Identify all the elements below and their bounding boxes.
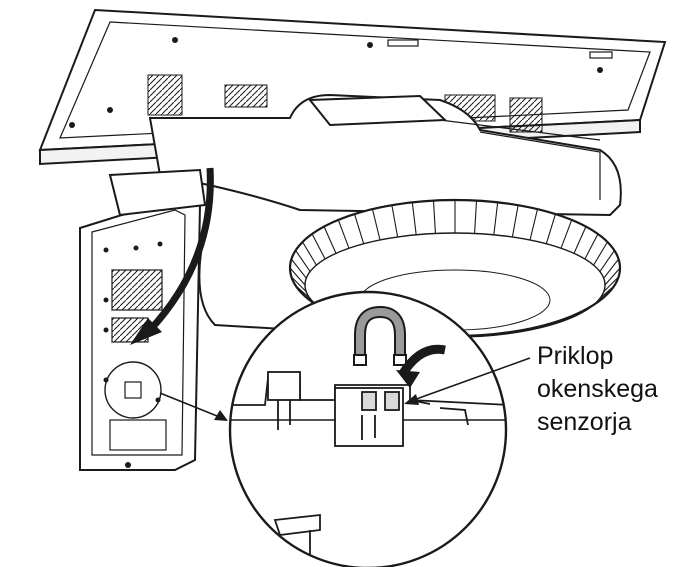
jumper-magnet-icon <box>353 305 407 366</box>
callout-label: Priklop okenskega senzorja <box>537 340 658 439</box>
callout-line-1: Priklop <box>537 342 614 370</box>
fan-rib <box>391 205 399 238</box>
fan-rib <box>593 241 608 266</box>
fan-rib <box>493 202 499 235</box>
fan-rib <box>529 326 538 331</box>
zoom-leader <box>159 392 223 419</box>
fan-rib <box>290 258 307 279</box>
insert-arrow <box>398 344 446 378</box>
fan-rib <box>295 285 311 299</box>
callout-leader <box>407 357 531 403</box>
fan-rib <box>493 333 498 336</box>
fan-rib <box>511 205 519 238</box>
fan-rib <box>560 315 572 323</box>
fan-rib <box>291 276 307 293</box>
fan-rib <box>311 233 326 260</box>
fan-rib <box>584 233 599 260</box>
fan-rib <box>603 276 619 293</box>
callout-line-3: senzorja <box>537 408 632 436</box>
fan-rib <box>337 219 350 249</box>
fan-rib <box>302 241 317 266</box>
direction-arrow <box>147 167 214 333</box>
fan-rib <box>545 213 556 244</box>
fan-rib <box>573 226 587 254</box>
fan-rib <box>599 285 615 299</box>
unit-body <box>148 93 622 217</box>
fan-rib <box>432 200 436 234</box>
fan-rib <box>295 250 311 272</box>
fan-rib <box>512 330 519 334</box>
fan-rib <box>573 308 587 318</box>
fan-rib <box>546 321 556 327</box>
fan-rib <box>323 226 337 254</box>
fan-rib <box>371 208 381 241</box>
fan-rib <box>603 258 620 279</box>
fan-rib <box>584 301 599 312</box>
fan-rib <box>604 267 621 286</box>
fan-rib <box>354 213 365 244</box>
fan-rib <box>289 267 306 286</box>
fan-rib <box>599 250 615 272</box>
detail-magnifier <box>228 290 508 567</box>
fan-rib <box>560 219 573 249</box>
direction-arrow-head <box>130 318 162 345</box>
fan-rib <box>411 202 417 235</box>
callout-line-2: okenskega <box>537 375 658 403</box>
fan-rib <box>474 200 478 234</box>
fan-rib <box>529 208 539 241</box>
control-box <box>79 168 207 471</box>
fan-rib <box>474 334 477 338</box>
